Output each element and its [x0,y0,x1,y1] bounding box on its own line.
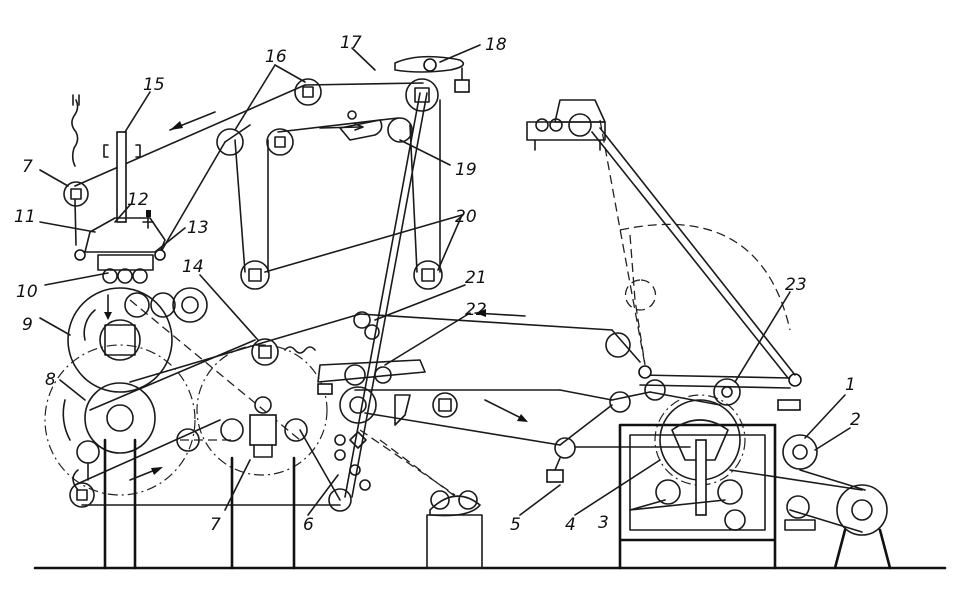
label-1: 1 [845,375,856,395]
label-22: 22 [465,300,487,320]
arrows [104,111,528,481]
upper-rolls-16 [216,78,322,156]
dryer-section [526,99,892,570]
label-11: 11 [14,207,36,227]
label-15: 15 [143,75,165,95]
press-section [62,94,208,570]
labels: 1 2 3 4 5 6 7 7 8 9 10 11 12 13 14 15 16… [14,33,861,535]
roll-5 [546,437,576,483]
label-7-bottom: 7 [210,515,221,535]
center-rolls [317,311,458,491]
label-17: 17 [340,33,362,53]
guide-roll-7 [63,181,89,207]
leader-lines [39,44,851,516]
label-5: 5 [510,515,521,535]
label-16: 16 [265,47,287,67]
roll-14 [251,338,316,366]
tension-device-18 [394,55,470,112]
drive-unit [426,490,483,569]
label-12: 12 [127,190,149,210]
label-20: 20 [455,207,477,227]
label-7-top: 7 [22,157,33,177]
label-2: 2 [850,410,861,430]
label-23: 23 [785,275,807,295]
label-8: 8 [45,370,56,390]
label-18: 18 [485,35,507,55]
felt-lines [74,82,866,533]
lower-left-rolls [69,396,352,570]
label-9: 9 [22,315,33,335]
label-21: 21 [465,268,487,288]
label-6: 6 [303,515,314,535]
rolls-20 [240,260,443,290]
label-10: 10 [16,282,38,302]
label-3: 3 [598,513,609,533]
label-14: 14 [182,257,204,277]
label-19: 19 [455,160,477,180]
label-13: 13 [187,218,209,238]
label-4: 4 [565,515,576,535]
tension-device-19 [319,110,413,143]
